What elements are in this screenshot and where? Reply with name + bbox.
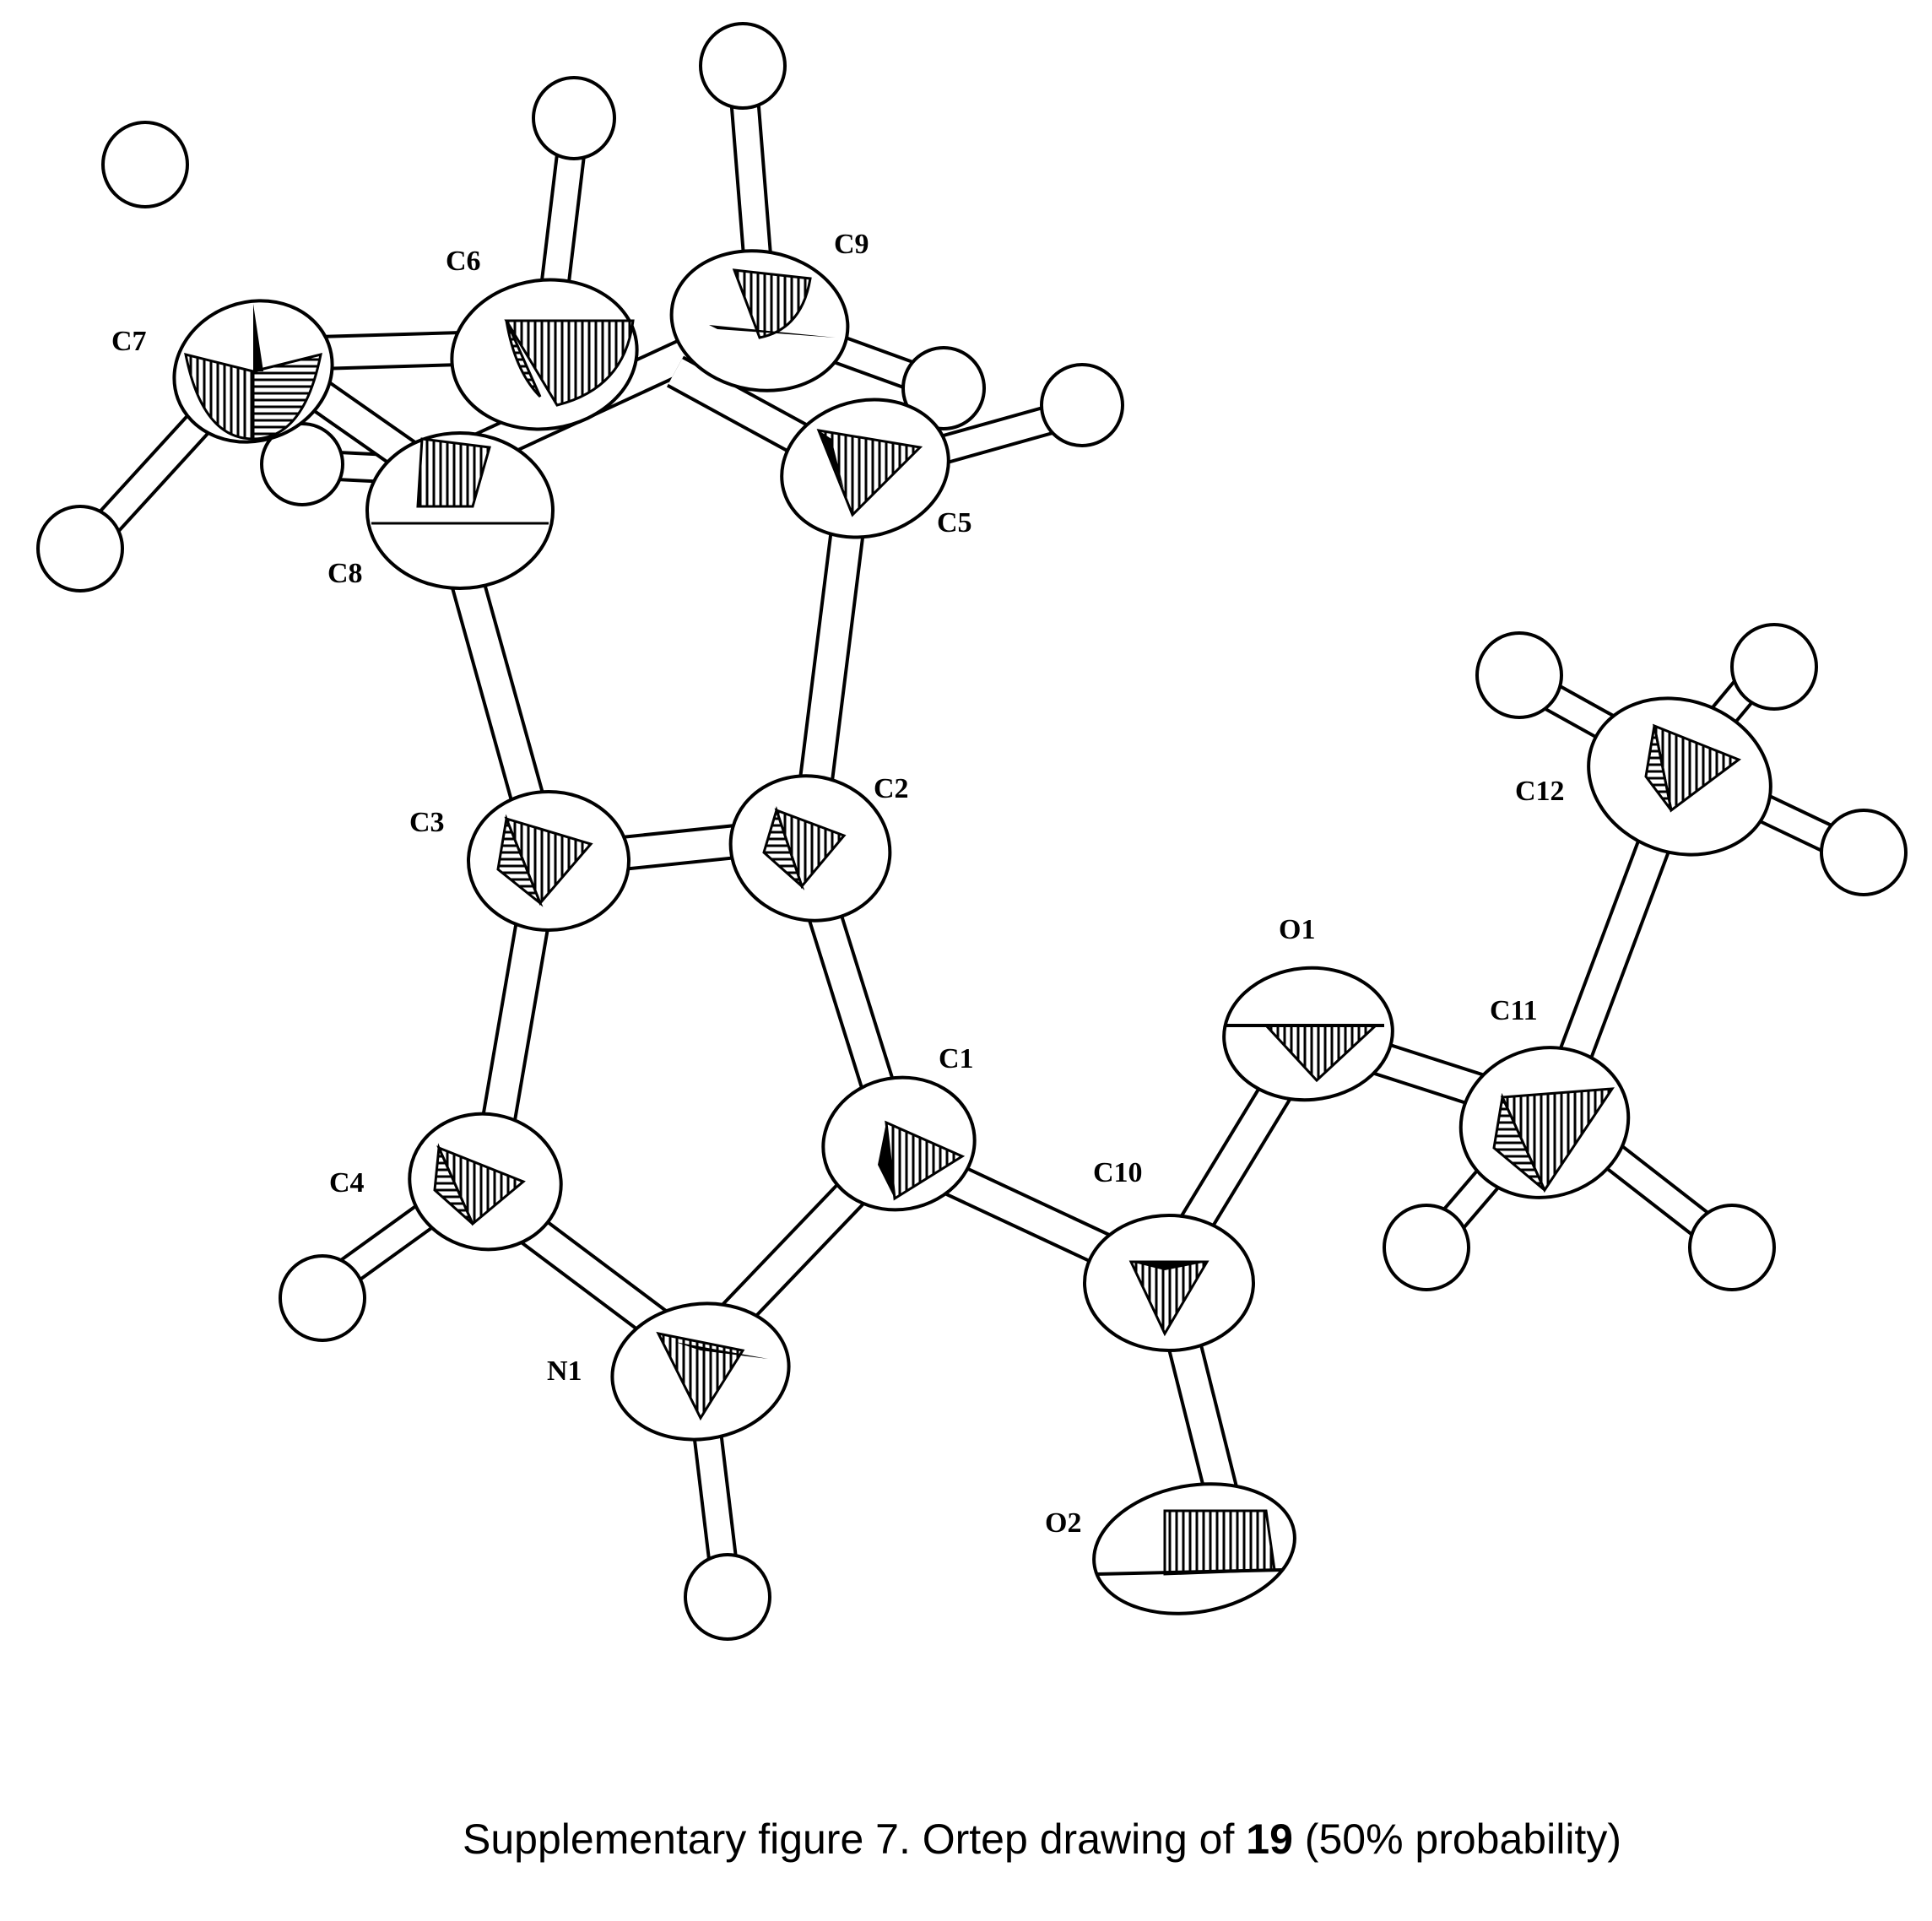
label-c11: C11 <box>1490 995 1538 1026</box>
hydrogen-bonds <box>73 74 1864 1589</box>
atom-n1 <box>610 1301 791 1442</box>
atom-c7 <box>172 299 334 444</box>
atom-c11 <box>1458 1046 1631 1199</box>
atom-c3 <box>467 790 630 932</box>
label-c8: C8 <box>327 558 363 589</box>
label-o1: O1 <box>1279 914 1315 945</box>
figure-caption: Supplementary figure 7. Ortep drawing of… <box>463 1815 1621 1864</box>
label-c7: C7 <box>111 326 147 357</box>
label-c4: C4 <box>329 1167 365 1199</box>
atom-labels: C7 C6 C9 C8 C5 C3 C2 C4 C1 N1 C10 O1 C11… <box>111 229 1565 1539</box>
label-n1: N1 <box>547 1356 582 1387</box>
label-c5: C5 <box>937 507 972 538</box>
label-c10: C10 <box>1093 1157 1143 1188</box>
label-o2: O2 <box>1045 1507 1081 1539</box>
label-c3: C3 <box>409 807 445 838</box>
hydrogen-atoms <box>36 22 1908 1641</box>
label-c1: C1 <box>939 1043 974 1074</box>
caption-compound: 19 <box>1246 1815 1293 1863</box>
caption-suffix: (50% probability) <box>1292 1815 1621 1863</box>
atom-o2 <box>1092 1482 1296 1615</box>
atom-c12 <box>1587 696 1772 857</box>
label-c2: C2 <box>874 773 909 804</box>
atom-c10 <box>1083 1214 1255 1352</box>
atom-c5 <box>780 398 950 539</box>
label-c12: C12 <box>1515 776 1565 807</box>
atom-c4 <box>408 1112 563 1252</box>
atom-c9 <box>669 249 850 392</box>
atom-c2 <box>728 774 892 923</box>
label-c6: C6 <box>446 246 481 277</box>
atom-o1 <box>1222 966 1394 1102</box>
atom-c1 <box>821 1075 977 1212</box>
label-c9: C9 <box>834 229 869 260</box>
atom-c8 <box>365 431 555 590</box>
caption-prefix: Supplementary figure 7. Ortep drawing of <box>463 1815 1247 1863</box>
heavy-atoms <box>172 249 1772 1615</box>
atom-c6 <box>450 278 639 431</box>
